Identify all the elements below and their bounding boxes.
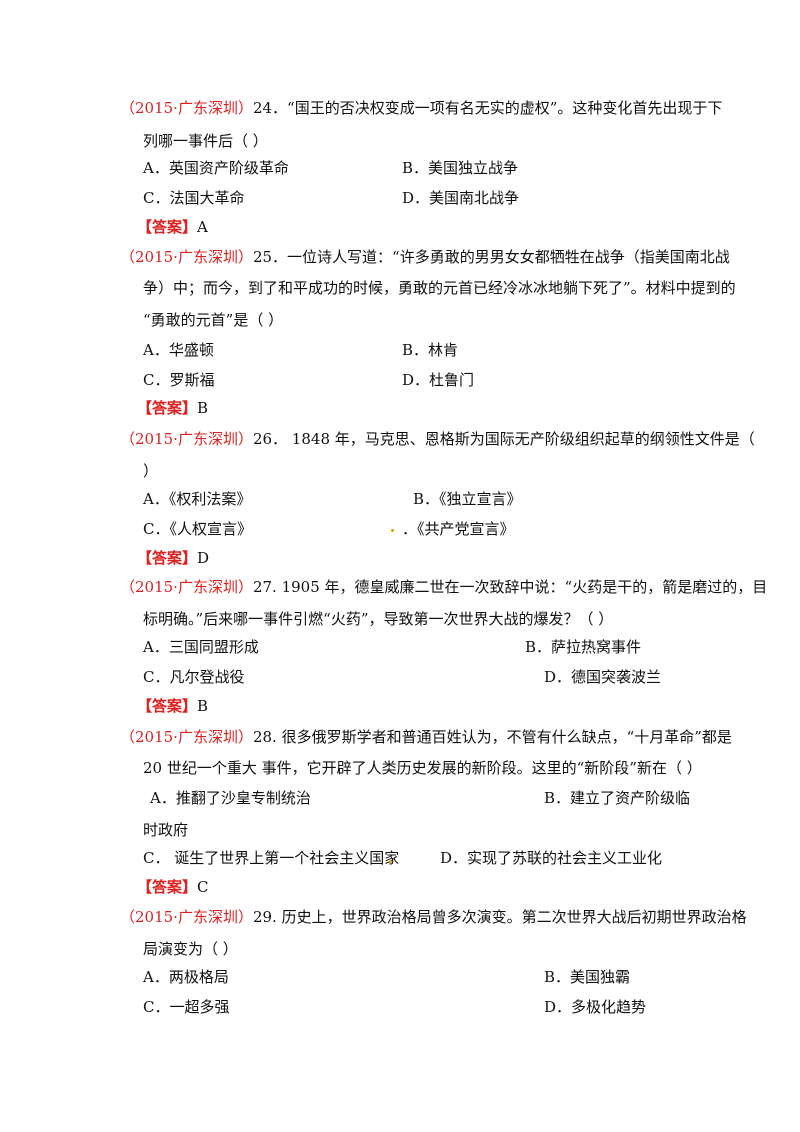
question-28-stem: （2015·广东深圳）28. 很多俄罗斯学者和普通百姓认为，不管有什么缺点，“十… — [120, 727, 732, 747]
option-a: A．英国资产阶级革命 — [143, 159, 289, 177]
answer-value: C — [197, 878, 209, 896]
question-26-stem: （2015·广东深圳）26． 1848 年，马克思、恩格斯为国际无产阶级组织起草… — [120, 429, 755, 449]
answer: 【答案】A — [137, 217, 208, 237]
option-c: C． 诞生了世界上第一个社会主义国家 — [143, 849, 400, 867]
answer-tag: 【答案】 — [137, 878, 198, 896]
question-text: 29. 历史上，世界政治格局曾多次演变。第二次世界大战后初期世界政治格 — [252, 908, 747, 926]
option-b: B．林肯 — [402, 341, 459, 359]
question-source: （2015·广东深圳） — [120, 248, 253, 266]
option-c: C．凡尔登战役 — [143, 668, 245, 686]
question-27-stem: （2015·广东深圳）27. 1905 年，德皇威廉二世在一次致辞中说：“火药是… — [120, 577, 767, 597]
answer-value: D — [197, 549, 210, 567]
answer: 【答案】B — [137, 696, 208, 716]
question-source: （2015·广东深圳） — [120, 99, 253, 117]
option-d: D．德国突袭波兰 — [544, 668, 662, 686]
option-c: C．《人权宣言》 — [143, 520, 252, 538]
answer: 【答案】D — [137, 548, 209, 568]
question-source: （2015·广东深圳） — [120, 578, 253, 596]
question-text: 25．一位诗人写道：“许多勇敢的男男女女都牺牲在战争（指美国南北战 — [252, 248, 730, 266]
question-27-stem-cont: 标明确。”后来哪一事件引燃“火药”，导致第一次世界大战的爆发？（ ） — [143, 610, 614, 628]
dot-mark — [389, 860, 392, 863]
option-b: B．《独立宣言》 — [413, 490, 522, 508]
option-d: D．美国南北战争 — [402, 189, 520, 207]
option-b: B．萨拉热窝事件 — [525, 638, 642, 656]
question-text: 24．“国王的否决权变成一项有名无实的虚权”。这种变化首先出现于下 — [252, 99, 723, 117]
answer-tag: 【答案】 — [137, 218, 198, 236]
option-a: A．两极格局 — [143, 968, 229, 986]
question-29-stem-cont: 局演变为（ ） — [143, 940, 238, 958]
option-b: B．美国独立战争 — [402, 159, 519, 177]
answer-value: B — [197, 399, 209, 417]
answer-tag: 【答案】 — [137, 549, 198, 567]
question-text: 26． 1848 年，马克思、恩格斯为国际无产阶级组织起草的纲领性文件是（ — [252, 430, 755, 448]
option-a: A．三国同盟形成 — [143, 638, 259, 656]
option-c: C．一超多强 — [143, 998, 230, 1016]
option-d: D．多极化趋势 — [544, 998, 647, 1016]
question-24-stem-cont: 列哪一事件后（ ） — [143, 132, 268, 150]
question-source: （2015·广东深圳） — [120, 728, 253, 746]
option-d: D．实现了苏联的社会主义工业化 — [440, 849, 663, 867]
option-b: B．美国独霸 — [544, 968, 631, 986]
question-text: 28. 很多俄罗斯学者和普通百姓认为，不管有什么缺点，“十月革命”都是 — [252, 728, 732, 746]
question-25-stem: （2015·广东深圳）25．一位诗人写道：“许多勇敢的男男女女都牺牲在战争（指美… — [120, 247, 730, 267]
answer-value: A — [197, 218, 208, 236]
option-b-cont: 时政府 — [143, 821, 189, 839]
option-a: A．推翻了沙皇专制统治 — [150, 789, 311, 807]
option-c: C．法国大革命 — [143, 189, 245, 207]
option-a: A．华盛顿 — [143, 341, 214, 359]
question-25-stem-cont2: “勇敢的元首”是（ ） — [143, 311, 284, 329]
question-text: 27. 1905 年，德皇威廉二世在一次致辞中说：“火药是干的，箭是磨过的，目 — [252, 578, 768, 596]
answer-tag: 【答案】 — [137, 399, 198, 417]
question-25-stem-cont: 争）中；而今，到了和平成功的时候，勇敢的元首已经冷冰冰地躺下死了”。材料中提到的 — [143, 279, 736, 297]
option-b: B．建立了资产阶级临 — [544, 789, 691, 807]
question-29-stem: （2015·广东深圳）29. 历史上，世界政治格局曾多次演变。第二次世界大战后初… — [120, 907, 747, 927]
answer: 【答案】B — [137, 398, 208, 418]
question-24-stem: （2015·广东深圳）24．“国王的否决权变成一项有名无实的虚权”。这种变化首先… — [120, 98, 722, 118]
question-source: （2015·广东深圳） — [120, 908, 253, 926]
dot-mark — [391, 529, 394, 532]
option-d: ．《共产党宣言》 — [402, 520, 515, 538]
answer-value: B — [197, 697, 209, 715]
option-c: C．罗斯福 — [143, 371, 215, 389]
option-d: D．杜鲁门 — [402, 371, 475, 389]
question-source: （2015·广东深圳） — [120, 430, 253, 448]
answer: 【答案】C — [137, 877, 209, 897]
question-28-stem-cont: 20 世纪一个重大 事件，它开辟了人类历史发展的新阶段。这里的“新阶段”新在（ … — [143, 759, 702, 777]
option-a: A．《权利法案》 — [143, 490, 252, 508]
question-26-stem-cont: ） — [143, 462, 159, 480]
answer-tag: 【答案】 — [137, 697, 198, 715]
